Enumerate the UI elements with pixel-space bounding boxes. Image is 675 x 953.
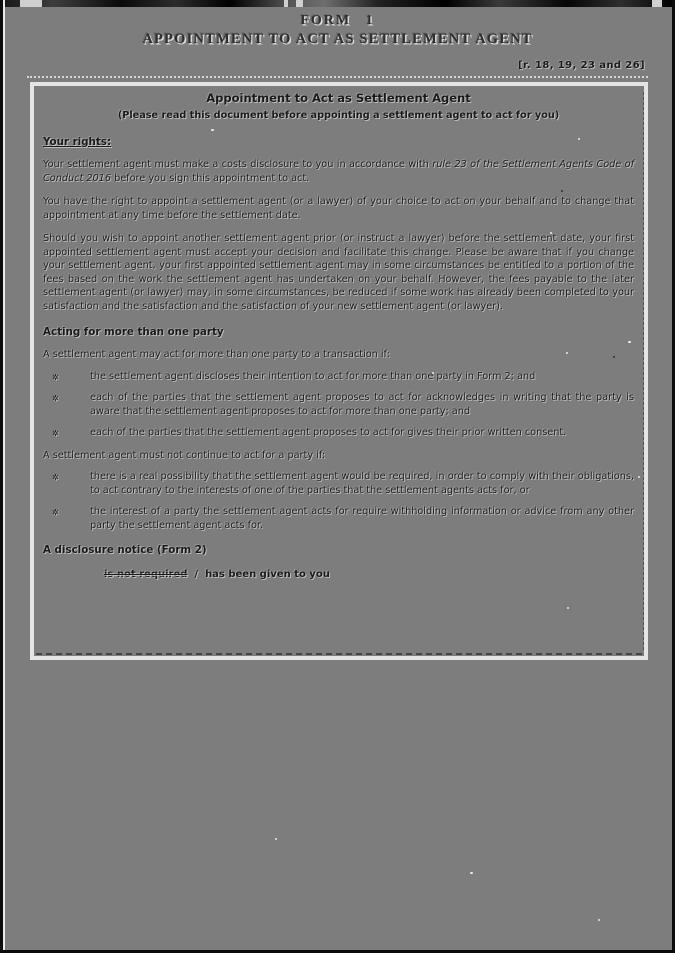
scan-edge-gap bbox=[652, 0, 662, 7]
scan-noise-speck bbox=[628, 341, 631, 343]
panel-heading: Appointment to Act as Settlement Agent bbox=[206, 91, 471, 105]
disclosure-option-line: is not required / has been given to you bbox=[43, 569, 634, 580]
scan-noise-speck bbox=[578, 138, 580, 140]
scan-noise-speck bbox=[561, 190, 563, 192]
scan-noise-speck bbox=[567, 607, 569, 609]
list-item: ✲ the settlement agent discloses their in… bbox=[43, 370, 634, 384]
disclosure-option-separator: / bbox=[194, 569, 199, 580]
scan-edge-right bbox=[672, 0, 675, 953]
list-item: ✲ each of the parties that the settlement… bbox=[43, 426, 634, 440]
bullet-icon: ✲ bbox=[52, 372, 59, 382]
rights-paragraph-1: Your settlement agent must make a costs … bbox=[43, 158, 634, 185]
disclosure-option-not-required: is not required bbox=[104, 569, 188, 580]
list-item-text: each of the parties that the settlement … bbox=[90, 392, 634, 417]
list-item-text: the interest of a party the settlement a… bbox=[90, 506, 634, 531]
scan-noise-speck bbox=[598, 919, 600, 921]
scan-noise-speck bbox=[613, 356, 615, 358]
rule-reference: [r. 18, 19, 23 and 26] bbox=[518, 60, 645, 71]
rights-paragraph-1-post: before you sign this appointment to act. bbox=[110, 172, 310, 184]
list-item-text: there is a real possibility that the set… bbox=[90, 471, 634, 496]
your-rights-heading: Your rights: bbox=[43, 136, 112, 148]
list-item: ✲ the interest of a party the settlement … bbox=[43, 505, 634, 532]
scan-noise-speck bbox=[275, 838, 277, 840]
bullet-icon: ✲ bbox=[52, 473, 59, 482]
form-title: APPOINTMENT TO ACT AS SETTLEMENT AGENT bbox=[142, 31, 533, 47]
scan-noise-speck bbox=[211, 129, 214, 131]
list-item-text: each of the parties that the settlement … bbox=[90, 427, 567, 438]
scan-noise-speck bbox=[432, 372, 434, 374]
scan-noise-speck bbox=[566, 352, 568, 354]
scan-edge-bottom bbox=[0, 950, 675, 953]
bullet-icon: ✲ bbox=[52, 508, 59, 517]
rights-paragraph-1-rule-citation: rule 23 of the Settlement Agents Code of… bbox=[43, 159, 634, 184]
scan-edge-gap bbox=[284, 0, 288, 7]
list-item-text: the settlement agent discloses their int… bbox=[90, 370, 536, 382]
bullet-icon: ✲ bbox=[52, 394, 59, 403]
scan-edge-left-highlight bbox=[3, 0, 5, 953]
scan-noise-speck bbox=[638, 476, 640, 478]
rights-paragraph-3: Should you wish to appoint another settl… bbox=[43, 233, 634, 312]
must-not-act-intro: A settlement agent must not continue to … bbox=[43, 449, 326, 461]
rights-paragraph-2: You have the right to appoint a settleme… bbox=[43, 196, 634, 221]
disclosure-notice-heading: A disclosure notice (Form 2) bbox=[43, 544, 207, 556]
may-act-intro: A settlement agent may act for more than… bbox=[43, 349, 390, 360]
acting-for-more-heading: Acting for more than one party bbox=[43, 326, 224, 338]
bullet-icon: ✲ bbox=[52, 429, 59, 438]
scan-noise-speck bbox=[550, 232, 552, 234]
panel-note: (Please read this document before appoin… bbox=[117, 110, 560, 121]
form-content-panel: Appointment to Act as Settlement Agent (… bbox=[30, 82, 648, 660]
scan-noise-speck bbox=[470, 872, 473, 874]
may-act-bullet-list: ✲ the settlement agent discloses their in… bbox=[43, 370, 634, 440]
scan-edge-top bbox=[0, 0, 675, 7]
must-not-bullet-list: ✲ there is a real possibility that the se… bbox=[43, 470, 634, 532]
scan-edge-left bbox=[0, 0, 3, 953]
disclosure-option-given: has been given to you bbox=[205, 569, 330, 580]
list-item: ✲ there is a real possibility that the se… bbox=[43, 470, 634, 497]
scan-edge-gap bbox=[20, 0, 42, 7]
list-item: ✲ each of the parties that the settlement… bbox=[43, 391, 634, 418]
scan-edge-gap bbox=[296, 0, 303, 7]
rights-paragraph-1-pre: Your settlement agent must make a costs … bbox=[43, 159, 433, 170]
form-number: FORM 1 bbox=[300, 13, 375, 28]
horizontal-rule bbox=[27, 76, 648, 78]
